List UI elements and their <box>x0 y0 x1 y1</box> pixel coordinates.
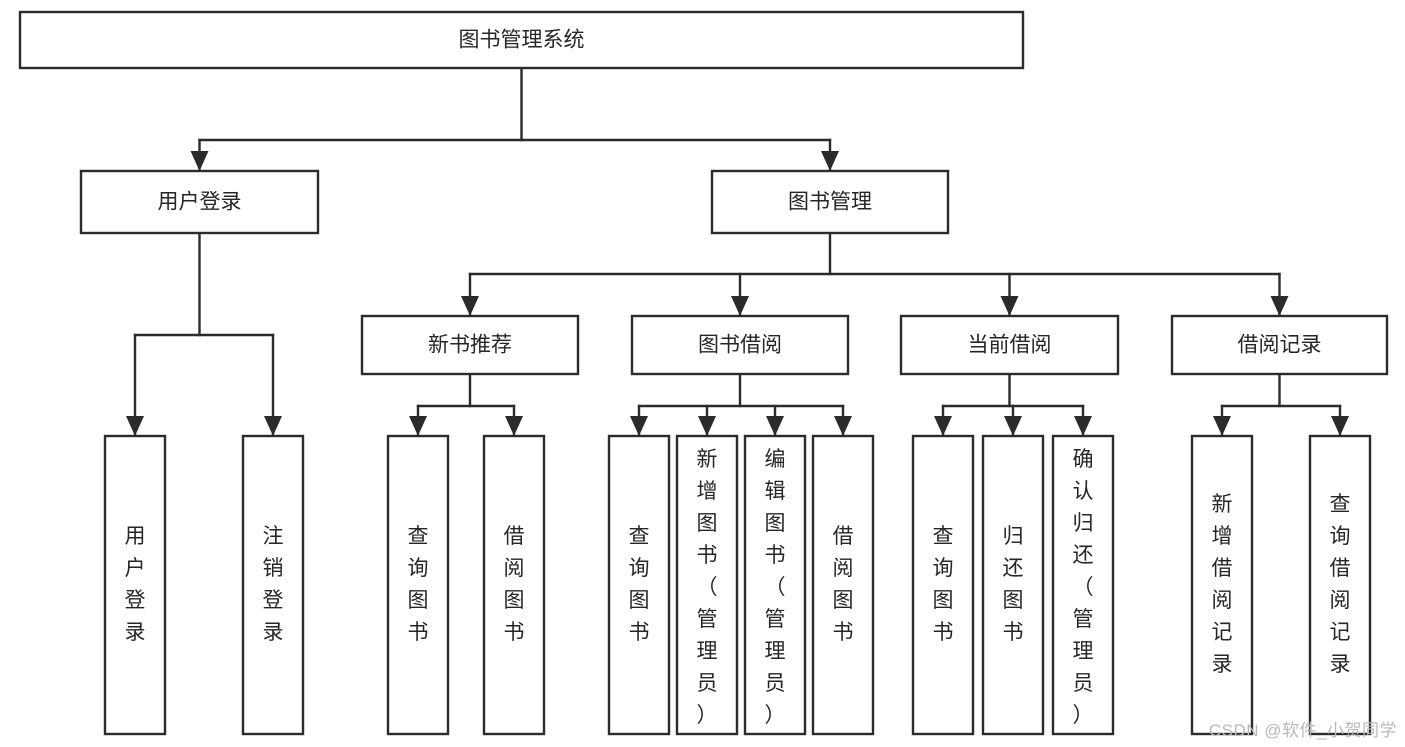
node-user-login-do[interactable]: 用户登录 <box>103 434 167 736</box>
node-box-user-logout <box>241 434 305 736</box>
node-box-cb-return-book <box>981 434 1045 736</box>
node-box-bb-edit-book <box>743 434 807 736</box>
node-box-new-book-recommend <box>360 314 580 376</box>
node-box-root <box>18 10 1025 70</box>
arrow-head-icon-user-login-do <box>126 416 144 436</box>
node-box-bb-borrow-book <box>811 434 875 736</box>
arrow-head-icon-book-manage <box>821 151 839 171</box>
arrow-head-icon-cb-return-book <box>1004 416 1022 436</box>
arrow-head-icon-current-borrow <box>1000 296 1019 316</box>
node-label-bb-add-book: 新增图书（管理员） <box>697 448 718 727</box>
node-label-book-manage: 图书管理 <box>788 191 872 214</box>
node-label-borrow-record: 借阅记录 <box>1238 334 1322 357</box>
connectors-layer <box>126 66 1349 438</box>
arrow-head-icon-book-borrow <box>731 296 749 316</box>
arrow-head-icon-user-login <box>190 151 209 171</box>
node-label-nbr-borrow-book: 借阅图书 <box>504 525 525 644</box>
arrow-head-icon-user-logout <box>264 416 282 436</box>
node-label-cb-confirm-return: 确认归还（管理员） <box>1073 448 1094 727</box>
arrow-head-icon-new-book-recommend <box>461 296 479 316</box>
arrow-head-icon-br-query-record <box>1331 416 1349 436</box>
node-br-add-record[interactable]: 新增借阅记录 <box>1190 434 1254 736</box>
node-nbr-query-book[interactable]: 查询图书 <box>386 434 450 736</box>
arrow-head-icon-bb-edit-book <box>766 416 784 436</box>
node-bb-query-book[interactable]: 查询图书 <box>607 434 671 736</box>
arrow-head-icon-cb-query-book <box>934 416 952 436</box>
node-root[interactable]: 图书管理系统 <box>18 10 1025 70</box>
node-user-login[interactable]: 用户登录 <box>79 169 320 235</box>
node-box-br-add-record <box>1190 434 1254 736</box>
nodes-layer: 图书管理系统用户登录图书管理用户登录注销登录新书推荐图书借阅当前借阅借阅记录查询… <box>18 10 1389 736</box>
node-label-current-borrow: 当前借阅 <box>968 334 1052 357</box>
node-label-cb-return-book: 归还图书 <box>1003 525 1024 644</box>
node-bb-add-book[interactable]: 新增图书（管理员） <box>675 434 739 736</box>
node-label-cb-query-book: 查询图书 <box>933 525 954 644</box>
node-book-borrow[interactable]: 图书借阅 <box>630 314 850 376</box>
node-box-bb-add-book <box>675 434 739 736</box>
node-label-user-logout: 注销登录 <box>263 525 284 644</box>
node-new-book-recommend[interactable]: 新书推荐 <box>360 314 580 376</box>
node-label-bb-query-book: 查询图书 <box>629 525 650 644</box>
node-book-manage[interactable]: 图书管理 <box>710 169 950 235</box>
arrow-head-icon-bb-add-book <box>698 416 716 436</box>
node-box-user-login <box>79 169 320 235</box>
node-label-root: 图书管理系统 <box>459 29 585 52</box>
node-bb-borrow-book[interactable]: 借阅图书 <box>811 434 875 736</box>
node-label-user-login-do: 用户登录 <box>125 525 146 644</box>
node-cb-confirm-return[interactable]: 确认归还（管理员） <box>1051 434 1115 736</box>
arrow-head-icon-cb-confirm-return <box>1074 416 1092 436</box>
arrow-head-icon-br-add-record <box>1213 416 1231 436</box>
node-current-borrow[interactable]: 当前借阅 <box>899 314 1120 376</box>
node-box-cb-query-book <box>911 434 975 736</box>
node-label-bb-edit-book: 编辑图书（管理员） <box>765 448 786 727</box>
node-box-book-borrow <box>630 314 850 376</box>
arrow-head-icon-nbr-borrow-book <box>505 416 523 436</box>
arrow-head-icon-bb-borrow-book <box>834 416 852 436</box>
node-cb-return-book[interactable]: 归还图书 <box>981 434 1045 736</box>
node-box-current-borrow <box>899 314 1120 376</box>
node-box-user-login-do <box>103 434 167 736</box>
node-label-user-login: 用户登录 <box>158 191 242 214</box>
node-label-br-add-record: 新增借阅记录 <box>1212 493 1233 676</box>
node-label-br-query-record: 查询借阅记录 <box>1330 493 1351 676</box>
node-box-br-query-record <box>1308 434 1372 736</box>
node-box-cb-confirm-return <box>1051 434 1115 736</box>
node-br-query-record[interactable]: 查询借阅记录 <box>1308 434 1372 736</box>
node-user-logout[interactable]: 注销登录 <box>241 434 305 736</box>
node-label-nbr-query-book: 查询图书 <box>408 525 429 644</box>
node-box-nbr-query-book <box>386 434 450 736</box>
node-cb-query-book[interactable]: 查询图书 <box>911 434 975 736</box>
arrow-head-icon-borrow-record <box>1270 296 1289 316</box>
node-box-nbr-borrow-book <box>482 434 546 736</box>
arrow-head-icon-bb-query-book <box>630 416 648 436</box>
node-box-bb-query-book <box>607 434 671 736</box>
arrow-head-icon-nbr-query-book <box>409 416 427 436</box>
node-label-new-book-recommend: 新书推荐 <box>428 334 512 357</box>
node-label-bb-borrow-book: 借阅图书 <box>833 525 854 644</box>
node-label-book-borrow: 图书借阅 <box>698 334 782 357</box>
node-bb-edit-book[interactable]: 编辑图书（管理员） <box>743 434 807 736</box>
node-nbr-borrow-book[interactable]: 借阅图书 <box>482 434 546 736</box>
node-box-borrow-record <box>1170 314 1389 376</box>
node-borrow-record[interactable]: 借阅记录 <box>1170 314 1389 376</box>
node-box-book-manage <box>710 169 950 235</box>
